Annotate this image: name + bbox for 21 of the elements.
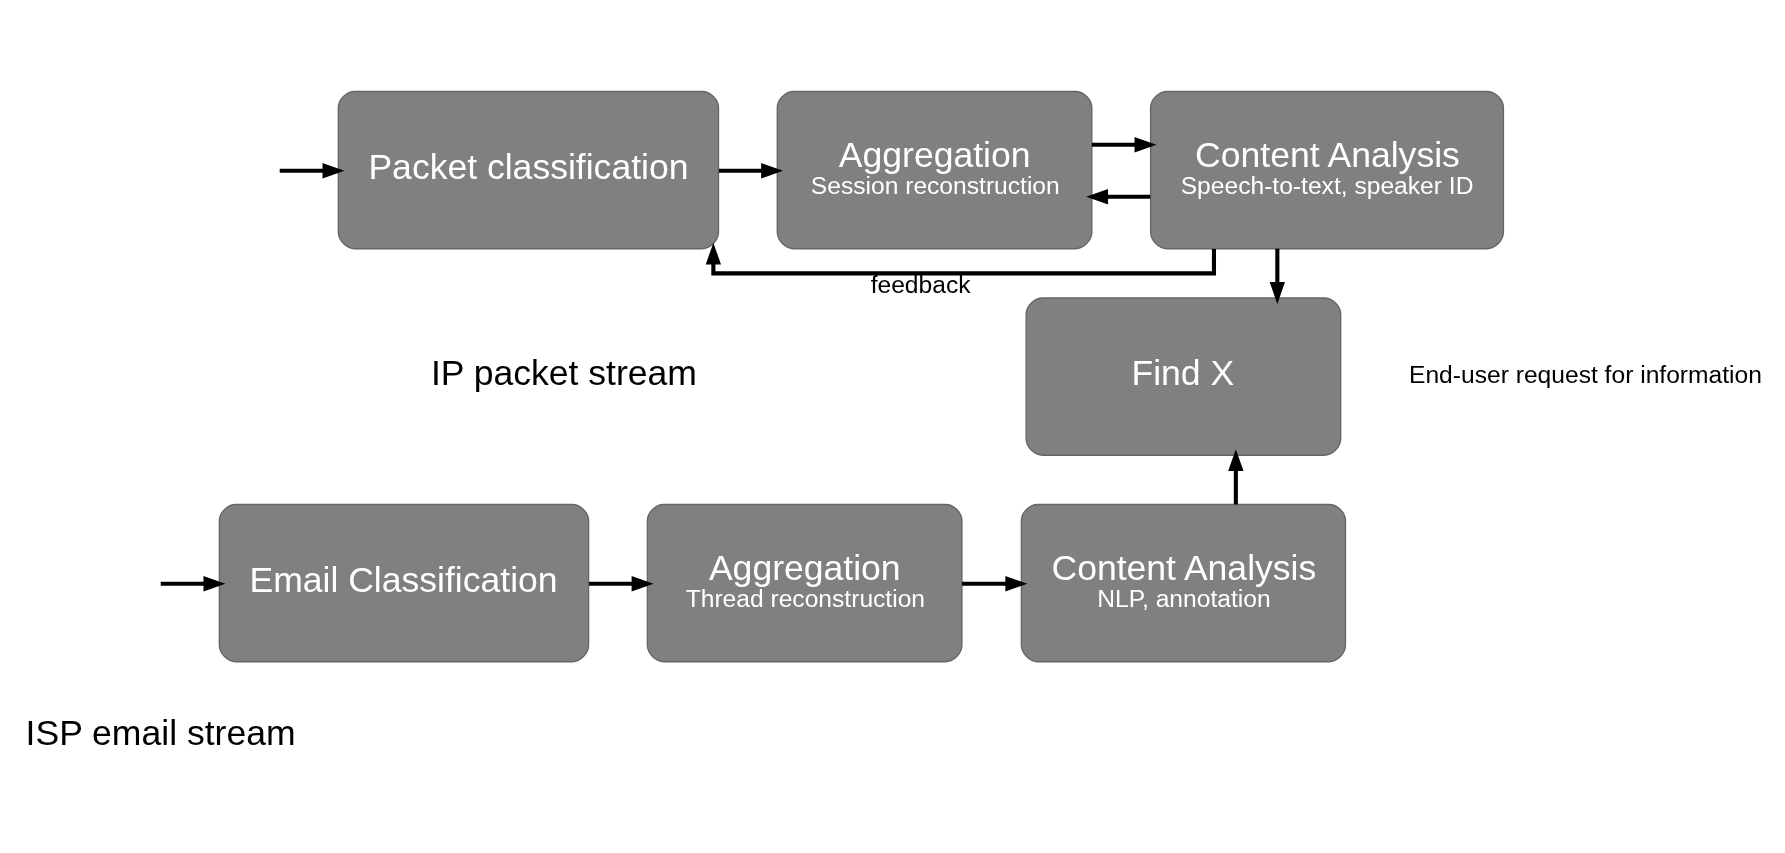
arrow xyxy=(1269,248,1285,304)
arrow xyxy=(962,576,1028,592)
arrow xyxy=(1091,137,1157,153)
arrow xyxy=(160,576,226,592)
node-box: Content Analysis NLP, annotation xyxy=(1020,503,1347,663)
edge-label: feedback xyxy=(870,271,971,299)
node-box: Packet classification xyxy=(337,90,720,250)
arrow xyxy=(589,576,654,592)
arrow xyxy=(719,163,784,179)
node-box: Aggregation Thread reconstruction xyxy=(646,503,963,663)
arrow xyxy=(705,242,1216,276)
node-box: Find X xyxy=(1025,297,1342,456)
arrow xyxy=(1086,189,1151,205)
node-label: End-user request for information xyxy=(1409,360,1762,388)
arrow xyxy=(279,163,345,179)
node-box: Content Analysis Speech-to-text, speaker ID xyxy=(1149,90,1505,250)
node-box: Aggregation Session reconstruction xyxy=(776,90,1093,250)
node-box: Email Classification xyxy=(218,503,590,663)
arrow xyxy=(1228,449,1244,505)
label: ISP email stream xyxy=(25,712,296,753)
label: IP packet stream xyxy=(430,353,697,394)
